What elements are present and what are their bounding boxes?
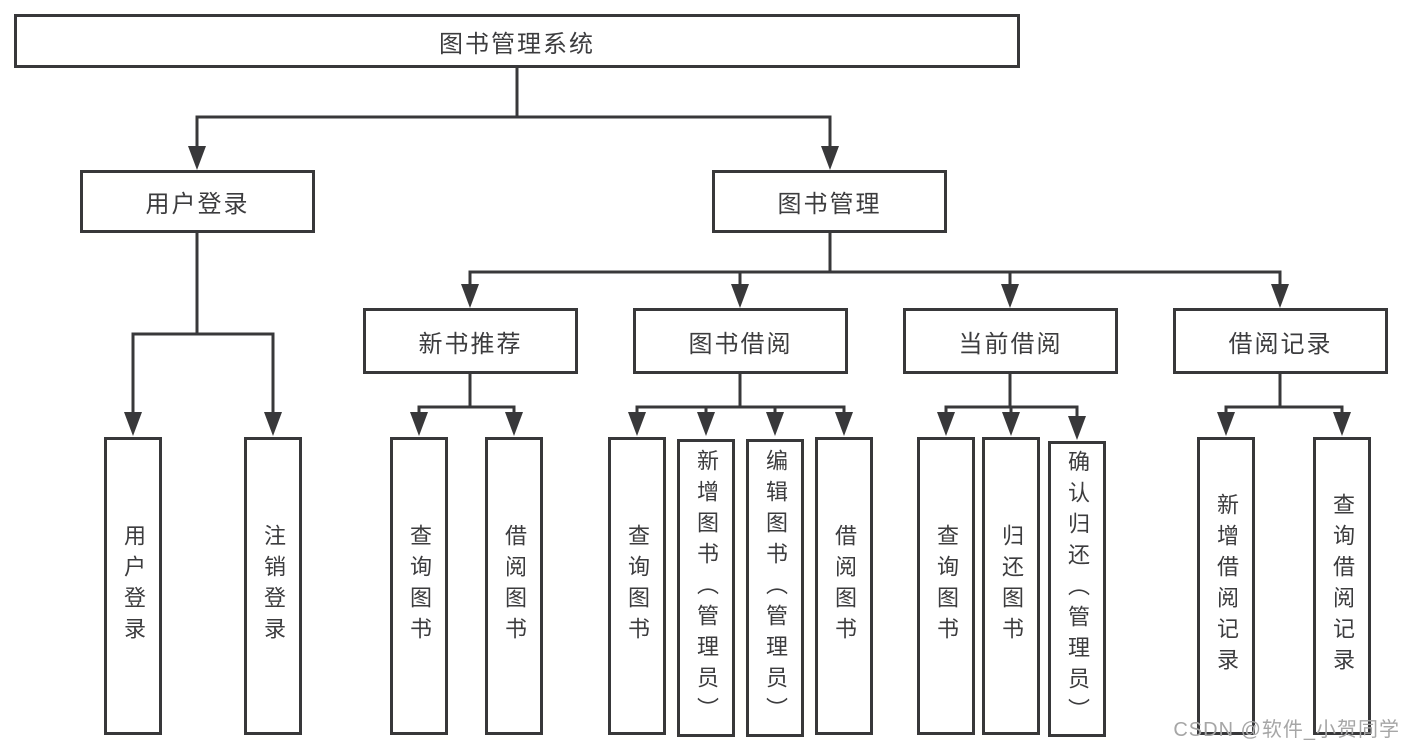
leaf-cb-confirm-return-admin-label: 确认归还（管理员） (1065, 449, 1090, 729)
node-user-login: 用户登录 (80, 170, 315, 233)
leaf-bb-add-book-admin: 新增图书（管理员） (677, 439, 735, 737)
leaf-br-add-record: 新增借阅记录 (1197, 437, 1255, 735)
leaf-nbr-borrow-book: 借阅图书 (485, 437, 543, 735)
node-new-book-rec: 新书推荐 (363, 308, 578, 374)
connector-root-split (188, 66, 839, 170)
leaf-bb-add-book-admin-label: 新增图书（管理员） (694, 448, 719, 728)
node-user-login-label: 用户登录 (145, 191, 250, 218)
leaf-user-login: 用户登录 (104, 437, 162, 735)
leaf-cb-query-book: 查询图书 (917, 437, 975, 735)
node-book-mgmt-label: 图书管理 (777, 191, 882, 218)
leaf-br-query-record: 查询借阅记录 (1313, 437, 1371, 735)
node-book-borrow: 图书借阅 (633, 308, 848, 374)
node-root: 图书管理系统 (14, 14, 1020, 68)
leaf-cb-query-book-label: 查询图书 (934, 524, 959, 648)
leaf-nbr-query-book: 查询图书 (390, 437, 448, 735)
leaf-logout: 注销登录 (244, 437, 302, 735)
leaf-bb-borrow-book-label: 借阅图书 (832, 524, 857, 648)
connector-current-borrow-split (937, 372, 1086, 440)
leaf-user-login-label: 用户登录 (121, 524, 146, 648)
leaf-nbr-query-book-label: 查询图书 (407, 524, 432, 648)
leaf-bb-edit-book-admin: 编辑图书（管理员） (746, 439, 804, 737)
leaf-bb-query-book-label: 查询图书 (625, 524, 650, 648)
leaf-bb-borrow-book: 借阅图书 (815, 437, 873, 735)
leaf-cb-return-book-label: 归还图书 (999, 524, 1024, 648)
connector-book-mgmt-split (461, 231, 1289, 308)
leaf-br-query-record-label: 查询借阅记录 (1330, 493, 1355, 679)
connector-user-login-split (124, 231, 282, 436)
connector-borrow-record-split (1217, 372, 1351, 436)
node-new-book-rec-label: 新书推荐 (418, 330, 523, 358)
leaf-bb-edit-book-admin-label: 编辑图书（管理员） (763, 448, 788, 728)
connector-book-borrow-split (628, 372, 853, 436)
csdn-watermark: CSDN @软件_小贺同学 (1173, 719, 1400, 741)
leaf-cb-return-book: 归还图书 (982, 437, 1040, 735)
node-root-label: 图书管理系统 (439, 30, 595, 58)
node-current-borrow: 当前借阅 (903, 308, 1118, 374)
leaf-bb-query-book: 查询图书 (608, 437, 666, 735)
node-current-borrow-label: 当前借阅 (958, 330, 1063, 358)
node-book-mgmt: 图书管理 (712, 170, 947, 233)
leaf-nbr-borrow-book-label: 借阅图书 (502, 524, 527, 648)
node-borrow-record: 借阅记录 (1173, 308, 1388, 374)
node-borrow-record-label: 借阅记录 (1228, 330, 1333, 358)
leaf-br-add-record-label: 新增借阅记录 (1214, 493, 1239, 679)
node-book-borrow-label: 图书借阅 (688, 330, 793, 358)
connector-new-book-split (410, 372, 523, 436)
leaf-logout-label: 注销登录 (261, 524, 286, 648)
leaf-cb-confirm-return-admin: 确认归还（管理员） (1048, 441, 1106, 737)
